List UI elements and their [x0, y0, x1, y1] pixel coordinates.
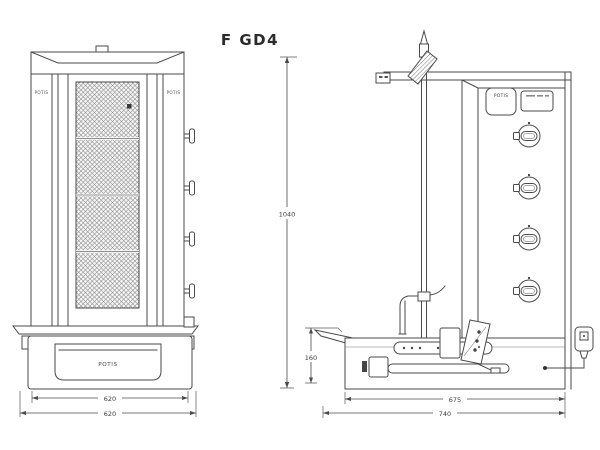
dimension-side-depths: 675 740 [322, 392, 566, 418]
back-wall [564, 71, 572, 390]
brand-label-left-column: POTIS [35, 90, 49, 95]
side-view-body: POTIS [461, 71, 572, 390]
power-plug-icon [574, 326, 594, 359]
side-view-top-arm [375, 71, 572, 84]
base-flange [12, 325, 199, 335]
power-switch [362, 361, 367, 372]
side-control-knob-3 [513, 224, 541, 251]
front-burner-knob-4 [183, 283, 195, 299]
front-view-burner-knobs [183, 128, 195, 299]
front-view-hood [30, 45, 185, 75]
arm-end-cap [375, 72, 391, 84]
dimension-label-overall-height: 1040 [279, 211, 296, 219]
side-control-knob-2 [513, 173, 541, 200]
brand-label-badge: POTIS [494, 93, 508, 99]
skewer-clamp-block [407, 50, 438, 85]
drawing-title: F GD4 [220, 31, 280, 49]
dimension-label-body-depth: 675 [449, 396, 461, 404]
motor-bracket [460, 319, 501, 374]
side-view-power [543, 326, 594, 370]
brand-badge [485, 87, 517, 116]
brand-label-drawer: POTIS [98, 362, 117, 368]
rating-plate [520, 90, 554, 112]
side-view-control-knobs [513, 121, 541, 303]
dimension-label-upper-width: 620 [104, 395, 116, 403]
skewer-wing-handle [398, 285, 446, 335]
side-view-badges: POTIS [485, 87, 554, 116]
front-view-base: POTIS [12, 316, 199, 390]
hood-vent-notch [95, 45, 109, 53]
front-burner-knob-2 [183, 180, 195, 196]
igniter-dot [127, 104, 132, 109]
front-view-grill-mesh [75, 81, 140, 309]
base-body [27, 335, 193, 390]
cord-anchor [543, 366, 547, 370]
power-cord [544, 357, 585, 369]
dimension-label-overall-width: 620 [104, 410, 116, 418]
burner-section-dividers [76, 138, 139, 252]
brand-label-right-column: POTIS [167, 90, 181, 95]
motor-housing [439, 327, 461, 359]
front-burner-knob-1 [183, 128, 195, 144]
skewer-tip [419, 29, 429, 45]
side-view-skewer [398, 29, 446, 339]
side-control-knob-4 [513, 276, 541, 303]
dimension-base-height: 160 [301, 327, 343, 384]
front-view-drawer: POTIS [54, 343, 162, 381]
front-view: POTIS POTIS [12, 45, 199, 418]
side-view: POTIS [301, 29, 594, 418]
skewer-rod [421, 56, 427, 339]
dimension-label-base-height: 160 [305, 354, 317, 362]
dimension-label-overall-depth: 740 [439, 410, 451, 418]
dimension-front-widths: 620 620 [19, 391, 197, 418]
dimension-overall-height: 1040 [275, 56, 299, 389]
front-view-columns: POTIS POTIS [30, 73, 185, 326]
junction-box [368, 356, 389, 378]
front-burner-knob-3 [183, 231, 195, 247]
control-column [461, 79, 566, 339]
side-control-knob-1 [513, 121, 541, 148]
side-view-base [313, 319, 566, 390]
side-bracket-box [183, 316, 195, 328]
